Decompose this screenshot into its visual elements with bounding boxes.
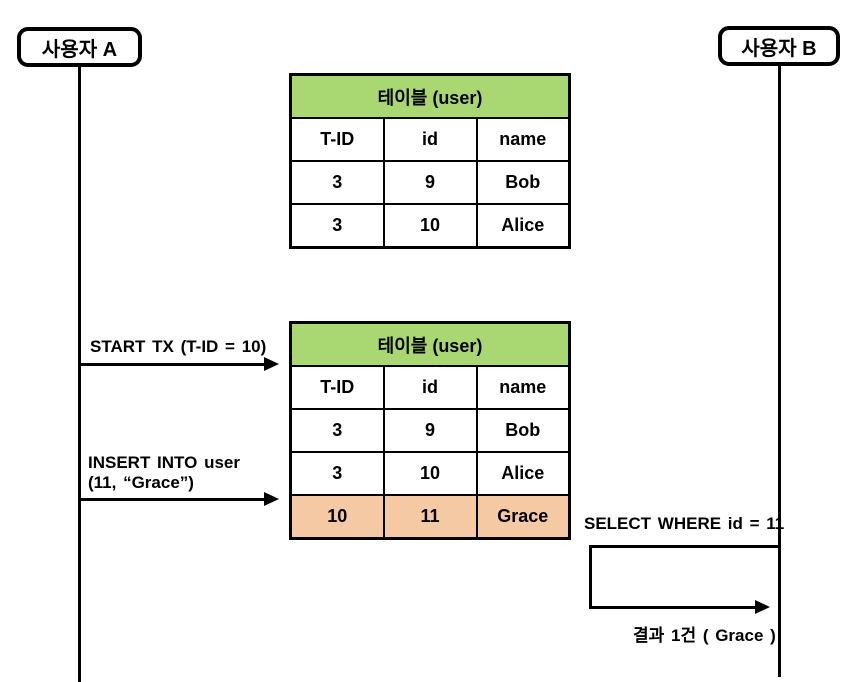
table-row-inserted-grace: 10 11 Grace	[289, 494, 571, 540]
cell-id: 9	[382, 408, 478, 453]
col-header-id: id	[382, 365, 478, 410]
cell-id: 10	[382, 451, 478, 496]
table-row: 3 9 Bob	[289, 408, 571, 453]
cell-id: 9	[382, 160, 478, 205]
message-insert-arrowhead-icon	[264, 492, 279, 506]
cell-tid: 3	[289, 451, 385, 496]
cell-name: Bob	[475, 160, 571, 205]
table-title: 테이블 (user)	[289, 73, 571, 119]
table-user-initial: 테이블 (user) T-ID id name 3 9 Bob 3 10 Ali…	[289, 73, 571, 249]
select-loop-bottom-line	[589, 606, 756, 609]
lifeline-user-a	[78, 66, 81, 682]
select-loop-arrowhead-icon	[755, 600, 770, 614]
message-result-label: 결과 1건 ( Grace )	[633, 626, 776, 645]
message-start-tx-arrowhead-icon	[264, 357, 279, 371]
message-start-tx-arrow-line	[80, 363, 266, 366]
lifeline-user-b	[778, 65, 781, 677]
cell-id: 11	[382, 494, 478, 540]
cell-tid: 10	[289, 494, 385, 540]
col-header-id: id	[382, 117, 478, 162]
cell-name: Alice	[475, 451, 571, 496]
message-insert-label: INSERT INTO user (11, “Grace”)	[88, 453, 240, 493]
table-row: 테이블 (user)	[289, 321, 571, 367]
table-title: 테이블 (user)	[289, 321, 571, 367]
message-start-tx-label: START TX (T-ID = 10)	[90, 337, 267, 356]
select-loop-top-line	[589, 545, 779, 548]
table-row: 3 9 Bob	[289, 160, 571, 205]
table-row: 3 10 Alice	[289, 203, 571, 249]
cell-name: Bob	[475, 408, 571, 453]
col-header-name: name	[475, 117, 571, 162]
table-row: T-ID id name	[289, 117, 571, 162]
cell-name: Grace	[475, 494, 571, 540]
cell-tid: 3	[289, 203, 385, 249]
table-row: T-ID id name	[289, 365, 571, 410]
col-header-name: name	[475, 365, 571, 410]
cell-tid: 3	[289, 408, 385, 453]
message-insert-arrow-line	[80, 498, 266, 501]
table-row: 테이블 (user)	[289, 73, 571, 119]
cell-id: 10	[382, 203, 478, 249]
table-user-after-insert: 테이블 (user) T-ID id name 3 9 Bob 3 10 Ali…	[289, 321, 571, 540]
col-header-tid: T-ID	[289, 117, 385, 162]
cell-tid: 3	[289, 160, 385, 205]
actor-user-a: 사용자 A	[17, 27, 142, 67]
actor-user-b: 사용자 B	[718, 26, 840, 66]
select-loop-vertical-line	[589, 545, 592, 609]
message-insert-line1: INSERT INTO user	[88, 453, 240, 472]
col-header-tid: T-ID	[289, 365, 385, 410]
message-insert-line2: (11, “Grace”)	[88, 473, 194, 492]
cell-name: Alice	[475, 203, 571, 249]
table-row: 3 10 Alice	[289, 451, 571, 496]
message-select-label: SELECT WHERE id = 11	[584, 514, 785, 533]
